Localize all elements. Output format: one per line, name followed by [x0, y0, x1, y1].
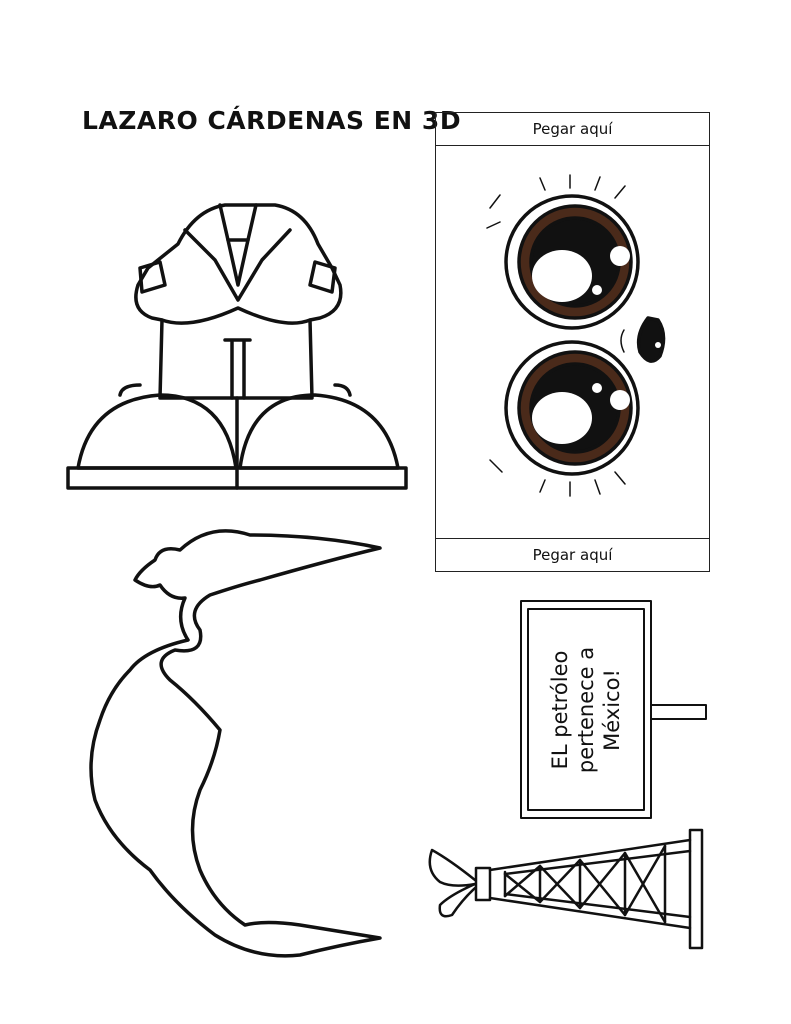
- face-paste-panel: Pegar aquí Pegar aquí: [435, 112, 710, 572]
- paste-here-top-label: Pegar aquí: [436, 113, 709, 146]
- suit-body-cutout: [66, 203, 408, 490]
- sign-line-3: México!: [600, 668, 624, 751]
- sign-cutout: [520, 600, 707, 819]
- sign-line-2: pertenece a: [574, 646, 598, 773]
- sign-text: EL petróleo pertenece a México!: [521, 601, 651, 818]
- mustache-cutout: [89, 529, 382, 958]
- paste-here-bottom-label: Pegar aquí: [436, 538, 709, 571]
- sign-line-1: EL petróleo: [548, 650, 572, 769]
- oil-derrick-cutout: [428, 828, 704, 950]
- page-title: LAZARO CÁRDENAS EN 3D: [82, 106, 462, 135]
- eyes-cutout: [486, 174, 666, 497]
